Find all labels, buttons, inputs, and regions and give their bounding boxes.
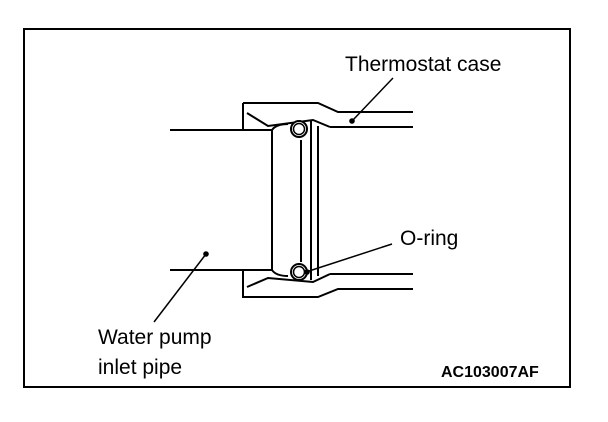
leader-o-ring xyxy=(305,243,393,273)
o-ring-upper-inner xyxy=(292,122,306,136)
label-water-pump-line2: inlet pipe xyxy=(98,356,183,379)
label-water-pump-line1: Water pump xyxy=(98,326,212,349)
o-ring-lower-inner xyxy=(292,265,306,279)
leader-dot-o-ring xyxy=(304,269,310,275)
leader-thermostat-case xyxy=(351,77,394,122)
leader-dot-water-pump xyxy=(203,251,209,257)
inlet-pipe-lip-bottom xyxy=(271,269,289,277)
thermostat-case-lower-outer xyxy=(242,270,413,298)
leader-dot-thermostat-case xyxy=(349,118,355,124)
thermostat-case-upper-outer xyxy=(243,102,413,113)
label-thermostat-case: Thermostat case xyxy=(345,53,502,76)
figure-code: AC103007AF xyxy=(441,364,539,381)
leader-water-pump-inlet-pipe xyxy=(153,253,207,323)
diagram-frame xyxy=(23,28,571,388)
thermostat-case-upper-inner xyxy=(246,112,331,128)
label-o-ring: O-ring xyxy=(400,227,459,250)
thermostat-case-lower-inner xyxy=(246,273,331,288)
